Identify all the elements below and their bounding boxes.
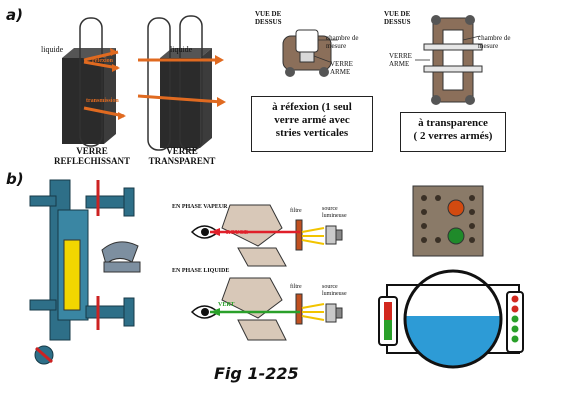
figure-caption: Fig 1-225 <box>214 364 299 383</box>
transparent-glass-drawing <box>137 15 226 151</box>
transparent-glass-caption: VERRE TRANSPARENT <box>148 146 216 166</box>
transmission-label: transmission <box>86 98 119 104</box>
reflective-glass-outline <box>79 17 103 147</box>
indicator-panel-drawing <box>412 185 484 257</box>
reflex-type-box: à réfexion (1 seul verre armé avec strie… <box>251 96 373 152</box>
reflex-top-view-label: VUE DE DESSUS <box>255 10 282 26</box>
vapor-color-label: ROUGE <box>226 230 249 236</box>
reflective-glass-drawing <box>62 17 126 147</box>
bicolour-gauge-drawing <box>29 179 141 365</box>
section-b-label: b) <box>6 170 24 188</box>
liquid-color-label: VERT <box>218 302 235 308</box>
reflex-glass-label: VERRE ARME <box>330 60 353 76</box>
transp-glass-label: VERRE ARME <box>389 52 412 68</box>
vapor-phase-title: EN PHASE VAPEUR <box>172 204 228 210</box>
vapor-filter-label: filtre <box>290 208 302 214</box>
transparent-type-box: à transparence ( 2 verres armés) <box>400 112 506 152</box>
reflection-label: réfexion <box>92 58 113 64</box>
section-a-label: a) <box>6 6 23 24</box>
liquid-phase-title: EN PHASE LIQUIDE <box>172 268 230 274</box>
top-view-reflex-drawing <box>282 29 338 77</box>
vapor-optics-drawing <box>190 204 343 267</box>
drum-level-drawing <box>378 269 524 369</box>
reflective-liquid-label: liquide <box>41 45 64 54</box>
reflective-glass-caption: VERRE REFLECHISSANT <box>53 146 131 166</box>
liquid-filter-label: filtre <box>290 284 302 290</box>
transparent-liquid-label: liquide <box>170 45 193 54</box>
vapor-source-label: source lumineuse <box>322 206 347 219</box>
transp-top-view-label: VUE DE DESSUS <box>384 10 411 26</box>
liquid-source-label: source lumineuse <box>322 284 347 297</box>
top-view-transparent-drawing <box>415 15 483 105</box>
transp-chamber-label: chambre de mesure <box>478 34 511 50</box>
liquid-optics-drawing <box>190 277 343 341</box>
reflex-chamber-label: chambre de mesure <box>326 34 359 50</box>
reflective-liquid-body <box>62 58 104 144</box>
